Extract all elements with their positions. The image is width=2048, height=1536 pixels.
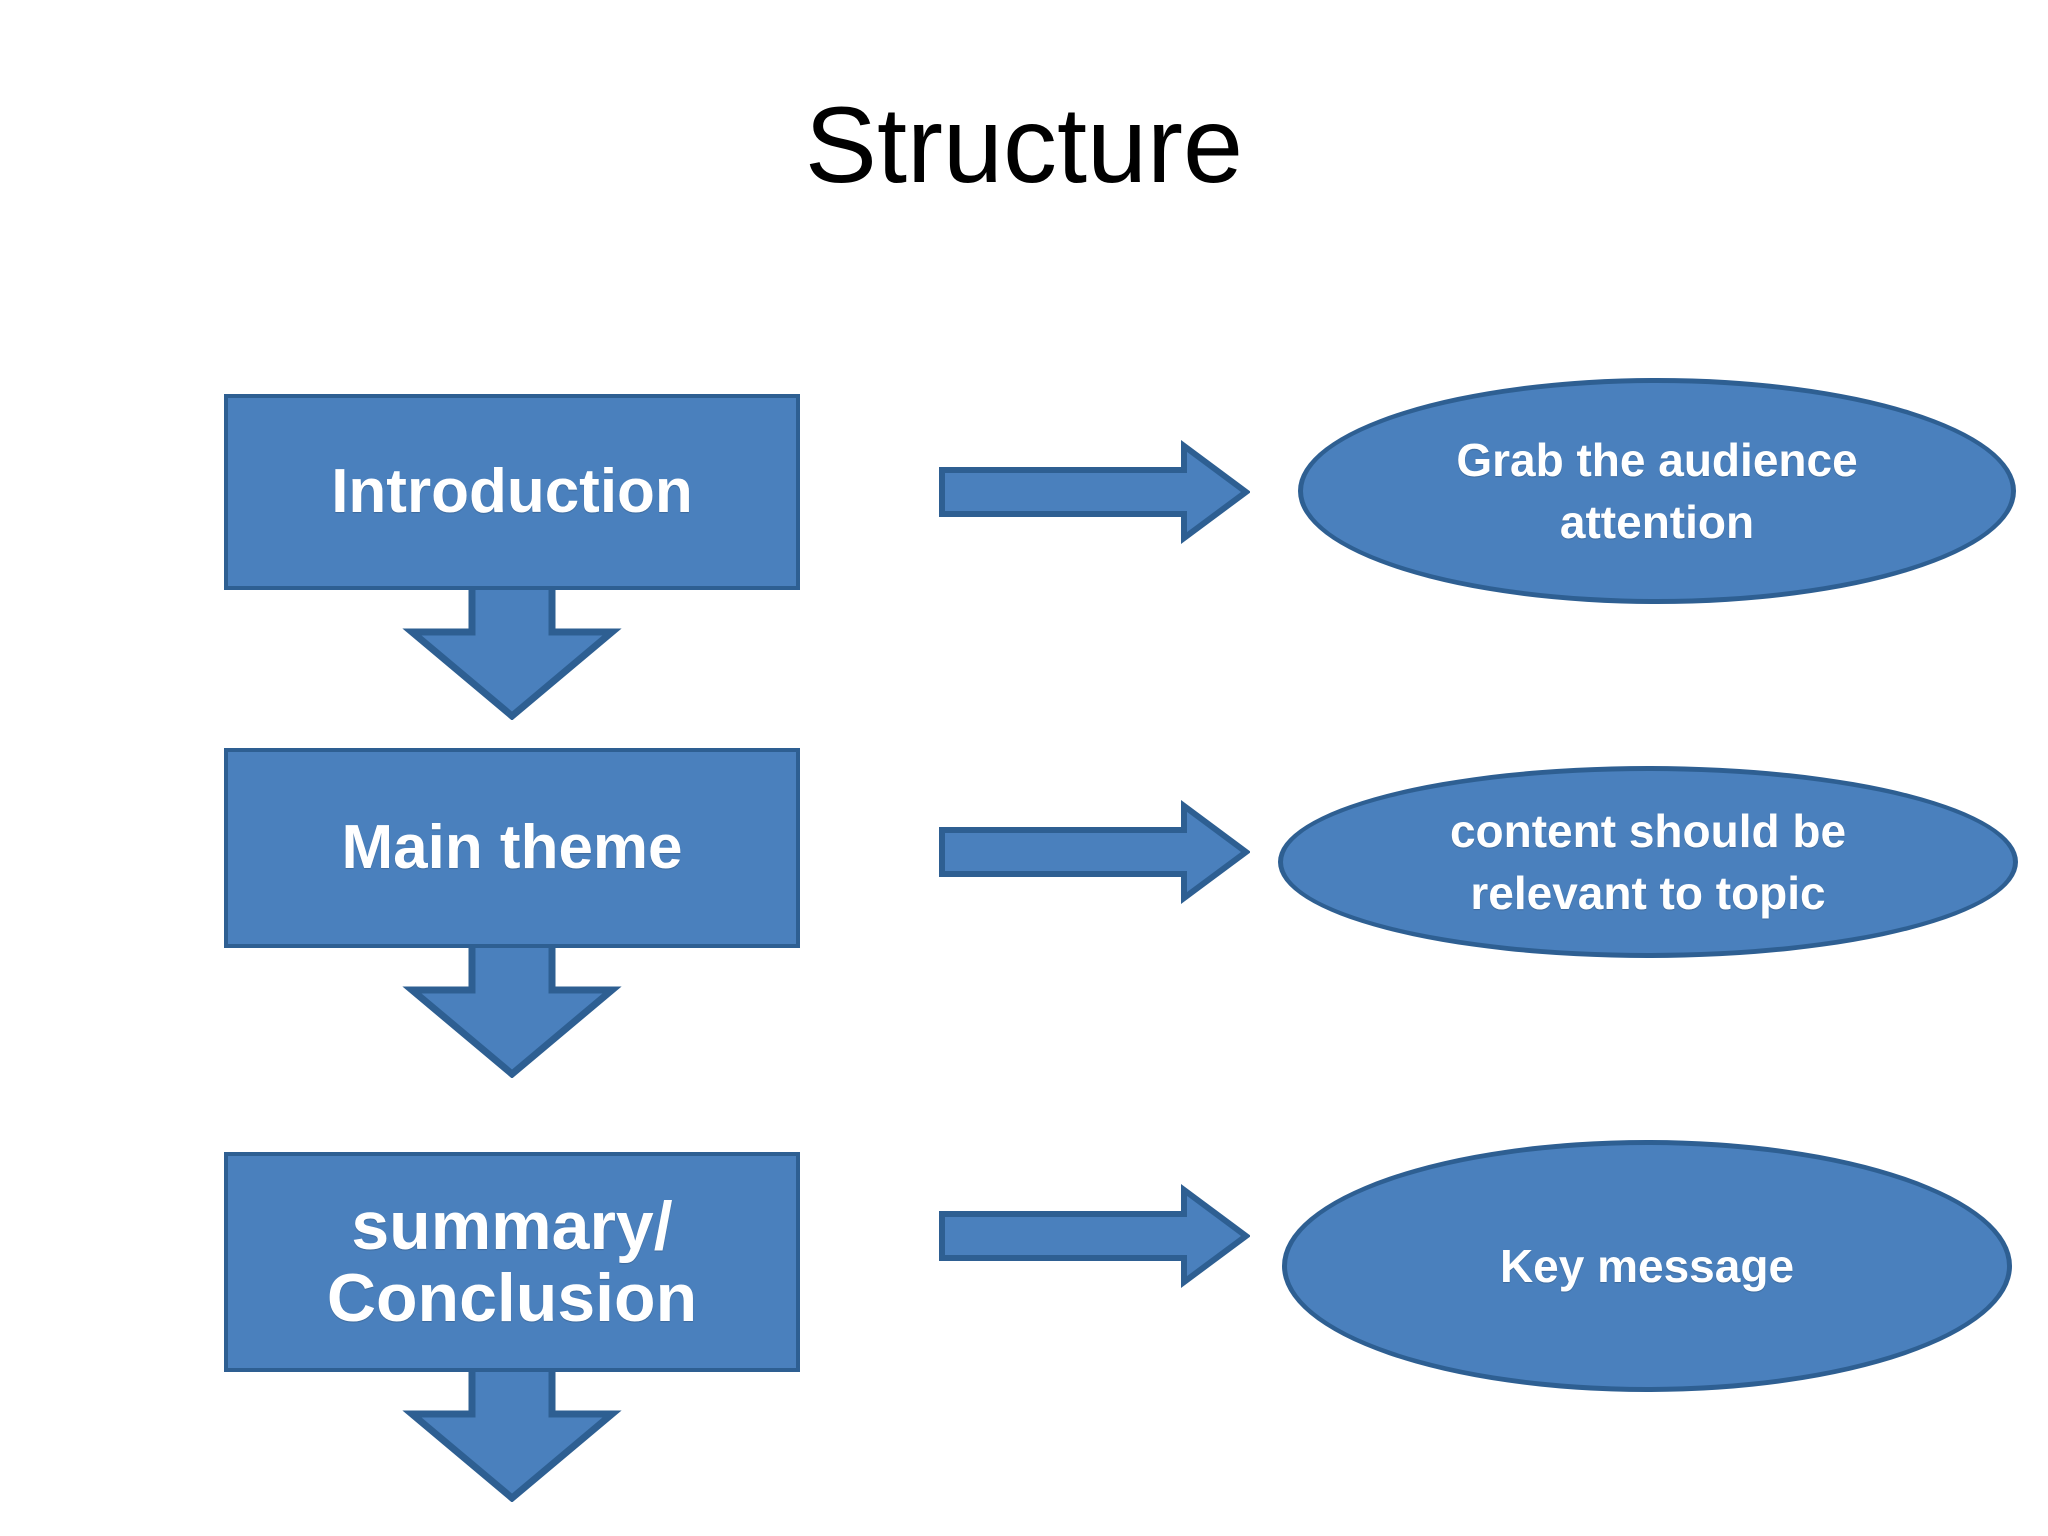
note-ellipse-relevant-content[interactable]: content should be relevant to topic [1278, 766, 2018, 958]
right-arrow-icon [938, 440, 1252, 544]
note-ellipse-grab-attention[interactable]: Grab the audience attention [1298, 378, 2016, 604]
right-arrow-icon [938, 1184, 1252, 1288]
note-ellipse-key-message[interactable]: Key message [1282, 1140, 2012, 1392]
process-box-introduction[interactable]: Introduction [224, 394, 800, 590]
note-ellipse-label: content should be relevant to topic [1449, 804, 1847, 919]
process-box-summary-conclusion[interactable]: summary/ Conclusion [224, 1152, 800, 1372]
down-arrow-icon [400, 934, 624, 1079]
process-box-main-theme[interactable]: Main theme [224, 748, 800, 948]
note-ellipse-label: Grab the audience attention [1456, 433, 1858, 548]
process-box-label: Main theme [341, 813, 683, 883]
down-arrow-icon [400, 576, 624, 721]
right-arrow-icon [938, 800, 1252, 904]
process-box-label: Introduction [331, 457, 693, 527]
down-arrow-icon [400, 1358, 624, 1503]
note-ellipse-label: Key message [1499, 1239, 1795, 1292]
page-title: Structure [804, 84, 1244, 205]
process-box-label: summary/ Conclusion [326, 1187, 698, 1336]
